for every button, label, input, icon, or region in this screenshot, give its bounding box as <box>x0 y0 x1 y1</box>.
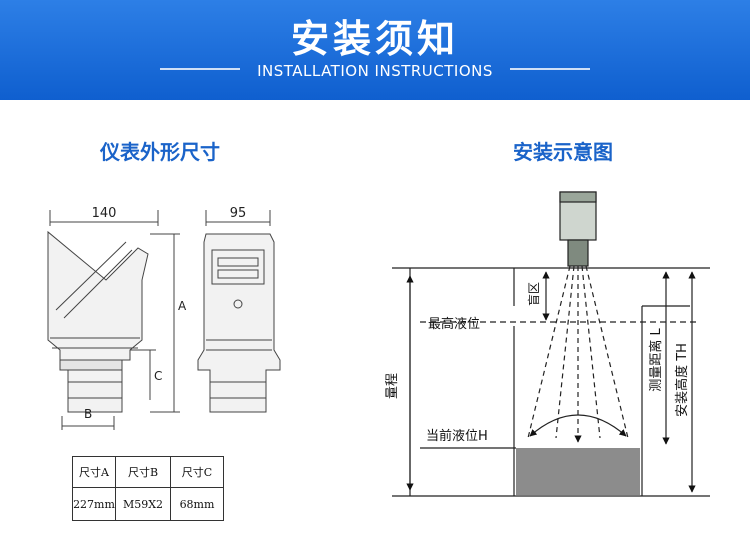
table-value-c: 68mm <box>170 487 224 521</box>
label-install-height: 安装高度 TH <box>674 343 690 417</box>
dimensions-table: 尺寸A 尺寸B 尺寸C 227mm M59X2 68mm <box>72 456 224 521</box>
dim-label-c: C <box>154 369 162 383</box>
sensor-probe <box>567 239 589 267</box>
installation-schematic: 最高液位 当前液位H 盲区 量程 测量距离 L 安装高度 TH <box>385 191 710 497</box>
dim-width-top: 140 <box>92 206 117 221</box>
label-measure-distance: 测量距离 L <box>648 328 664 392</box>
table-header-b: 尺寸B <box>115 456 171 488</box>
dim-label-b: B <box>84 407 92 421</box>
banner-divider-right <box>510 68 590 70</box>
instrument-dimension-drawing: 140 95 A B C <box>47 206 281 430</box>
dim-label-a: A <box>178 299 187 313</box>
table-value-a: 227mm <box>72 487 116 521</box>
banner-title: 安装须知 <box>290 17 459 61</box>
label-current-level: 当前液位H <box>426 428 488 444</box>
banner-divider-left <box>160 68 240 70</box>
table-value-b: M59X2 <box>115 487 171 521</box>
header-banner: 安装须知 INSTALLATION INSTRUCTIONS <box>0 0 750 100</box>
liquid-body <box>516 448 640 495</box>
label-max-level: 最高液位 <box>428 316 480 332</box>
installation-section-title: 安装示意图 <box>513 140 613 164</box>
label-range: 量程 <box>385 373 400 399</box>
table-header-c: 尺寸C <box>170 456 224 488</box>
dimensions-section-title: 仪表外形尺寸 <box>100 140 220 164</box>
banner-subtitle: INSTALLATION INSTRUCTIONS <box>257 62 493 80</box>
dim-width-side: 95 <box>230 206 247 221</box>
table-header-a: 尺寸A <box>72 456 116 488</box>
label-blind-zone: 盲区 <box>526 282 541 306</box>
